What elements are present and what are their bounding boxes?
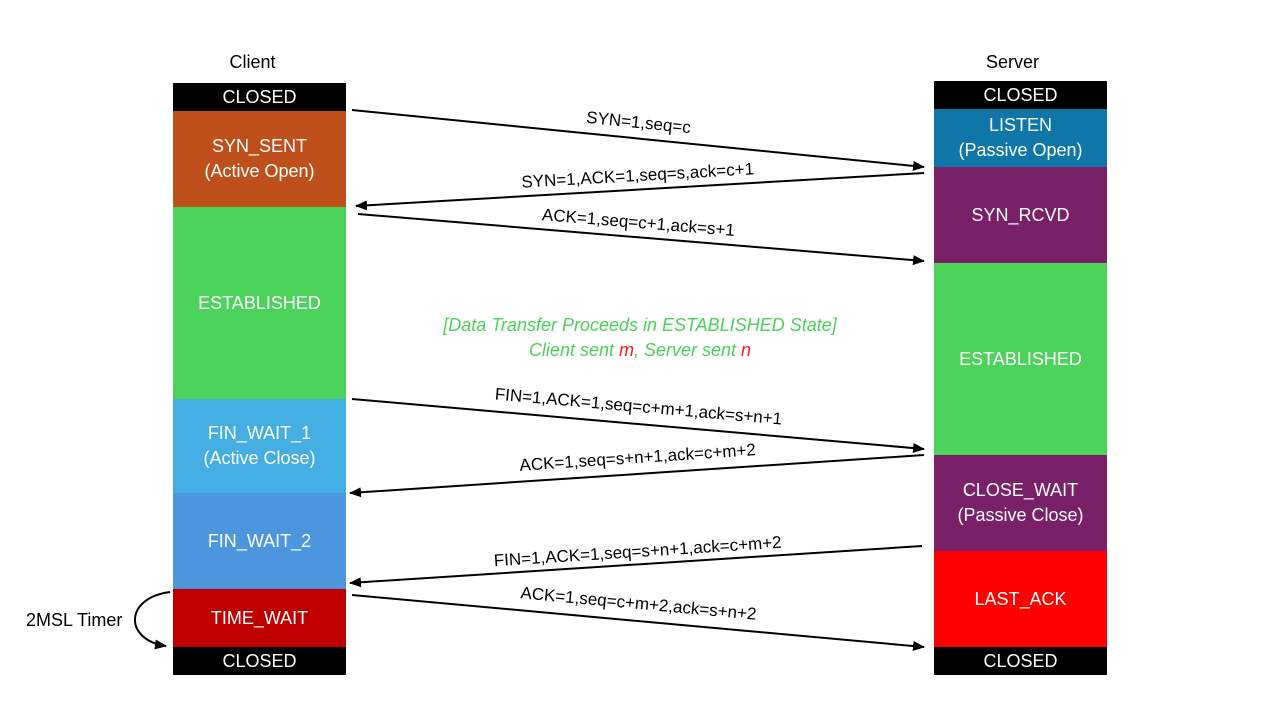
state-sublabel: (Passive Close) — [957, 505, 1084, 525]
message-arrow: ACK=1,seq=c+m+2,ack=s+n+2 — [351, 583, 925, 651]
state-label: ESTABLISHED — [959, 348, 1082, 369]
state-label: FIN_WAIT_1 — [207, 423, 312, 443]
server-state-last-ack: LAST_ACK — [934, 551, 1107, 647]
state-label: CLOSED — [983, 84, 1058, 105]
client-state-syn-sent: SYN_SENT (Active Open) — [173, 111, 346, 207]
message-arrow: SYN=1,ACK=1,seq=s,ack=c+1 — [355, 159, 925, 211]
state-label: CLOSED — [222, 86, 297, 107]
client-state-closed-top: CLOSED — [173, 83, 346, 111]
state-label: CLOSED — [983, 650, 1058, 671]
state-label: SYN_RCVD — [971, 204, 1070, 225]
state-label: FIN_WAIT_2 — [207, 530, 312, 551]
message-label: ACK=1,seq=c+m+2,ack=s+n+2 — [520, 583, 757, 623]
message-arrow: SYN=1,seq=c — [351, 108, 925, 171]
note-line-1: [Data Transfer Proceeds in ESTABLISHED S… — [443, 315, 837, 335]
server-state-close-wait: CLOSE_WAIT (Passive Close) — [934, 455, 1107, 551]
server-column-title: Server — [985, 52, 1039, 72]
note-line-2: Client sent m, Server sent n — [380, 338, 900, 363]
state-label: LAST_ACK — [974, 588, 1067, 609]
client-column-title: Client — [229, 52, 276, 72]
message-label: SYN=1,ACK=1,seq=s,ack=c+1 — [521, 159, 755, 191]
state-label: LISTEN — [988, 115, 1053, 135]
client-state-fin-wait-2: FIN_WAIT_2 — [173, 493, 346, 589]
server-state-established: ESTABLISHED — [934, 263, 1107, 455]
timer-loop-arrow — [134, 591, 171, 650]
data-transfer-note: [Data Transfer Proceeds in ESTABLISHED S… — [380, 313, 900, 363]
message-label: FIN=1,ACK=1,seq=c+m+1,ack=s+n+1 — [494, 384, 783, 428]
message-arrow: ACK=1,seq=s+n+1,ack=c+m+2 — [349, 440, 925, 498]
message-arrow: FIN=1,ACK=1,seq=s+n+1,ack=c+m+2 — [349, 533, 923, 588]
message-arrow: ACK=1,seq=c+1,ack=s+1 — [357, 205, 925, 266]
note-server-text: , Server sent — [633, 340, 742, 360]
server-state-closed-top: CLOSED — [934, 81, 1107, 109]
server-state-closed-bottom: CLOSED — [934, 647, 1107, 675]
client-state-fin-wait-1: FIN_WAIT_1 (Active Close) — [173, 399, 346, 493]
server-state-listen: LISTEN (Passive Open) — [934, 109, 1107, 167]
client-state-closed-bottom: CLOSED — [173, 647, 346, 675]
timer-label: 2MSL Timer — [26, 610, 123, 630]
note-server-var: n — [741, 340, 752, 360]
server-state-syn-rcvd: SYN_RCVD — [934, 167, 1107, 263]
state-sublabel: (Active Open) — [204, 161, 315, 181]
state-label: TIME_WAIT — [210, 607, 309, 628]
state-label: CLOSED — [222, 650, 297, 671]
client-state-time-wait: TIME_WAIT — [173, 589, 346, 647]
message-arrow: FIN=1,ACK=1,seq=c+m+1,ack=s+n+1 — [351, 384, 925, 454]
note-client-var: m — [618, 340, 634, 360]
message-label: SYN=1,seq=c — [585, 108, 692, 137]
state-label: CLOSE_WAIT — [962, 480, 1079, 500]
message-label: ACK=1,seq=c+1,ack=s+1 — [541, 205, 735, 240]
state-label: SYN_SENT — [211, 136, 308, 156]
note-client-text: Client sent — [528, 340, 619, 360]
message-label: ACK=1,seq=s+n+1,ack=c+m+2 — [519, 440, 756, 475]
state-sublabel: (Active Close) — [203, 448, 316, 468]
client-state-established: ESTABLISHED — [173, 207, 346, 399]
state-sublabel: (Passive Open) — [958, 140, 1083, 160]
state-label: ESTABLISHED — [198, 292, 321, 313]
